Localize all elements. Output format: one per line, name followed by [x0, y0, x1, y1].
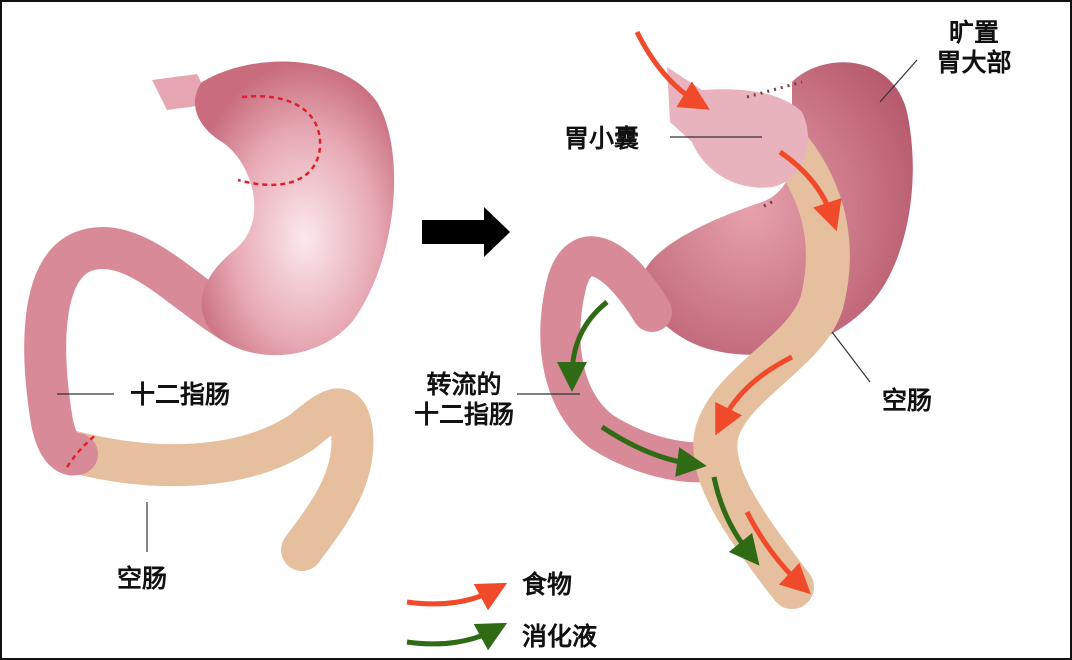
food-arrow — [744, 510, 811, 595]
left-stomach — [194, 61, 395, 356]
diverted-line1: 转流的 — [426, 370, 502, 399]
left-cut-line — [237, 95, 322, 187]
gastric-pouch — [667, 67, 808, 188]
food-arrow — [634, 30, 710, 110]
digestive-arrow — [600, 424, 707, 477]
digestive-arrow — [557, 300, 609, 392]
food-arrow — [715, 354, 794, 436]
digestive-arrow — [711, 476, 760, 566]
left-duodenum-label: 十二指肠 — [130, 380, 231, 409]
remnant-label-line2: 胃大部 — [936, 48, 1012, 77]
legend-digestive-label: 消化液 — [522, 622, 598, 651]
right-jejunum-label: 空肠 — [882, 386, 933, 415]
legend-food-label: 食物 — [522, 570, 573, 599]
right-arrow-icon — [422, 207, 510, 257]
right-anatomy — [517, 30, 918, 609]
legend-digestive-arrow-icon — [406, 622, 508, 651]
left-duodenum-cut-line — [65, 433, 98, 468]
staple-line — [746, 80, 803, 209]
food-arrow — [778, 149, 842, 232]
left-duodenum — [24, 227, 253, 476]
pouch-label: 胃小囊 — [564, 124, 640, 153]
remnant-stomach-label: 旷置 胃大部 — [924, 18, 1024, 78]
left-anatomy — [24, 61, 395, 571]
legend-food-arrow-icon — [406, 582, 508, 611]
diverted-duodenum-label: 转流的 十二指肠 — [404, 370, 524, 430]
remnant-label-line1: 旷置 — [948, 18, 999, 47]
left-jejunum — [53, 388, 374, 571]
left-jejunum-label: 空肠 — [117, 564, 168, 593]
diverted-line2: 十二指肠 — [413, 400, 514, 429]
